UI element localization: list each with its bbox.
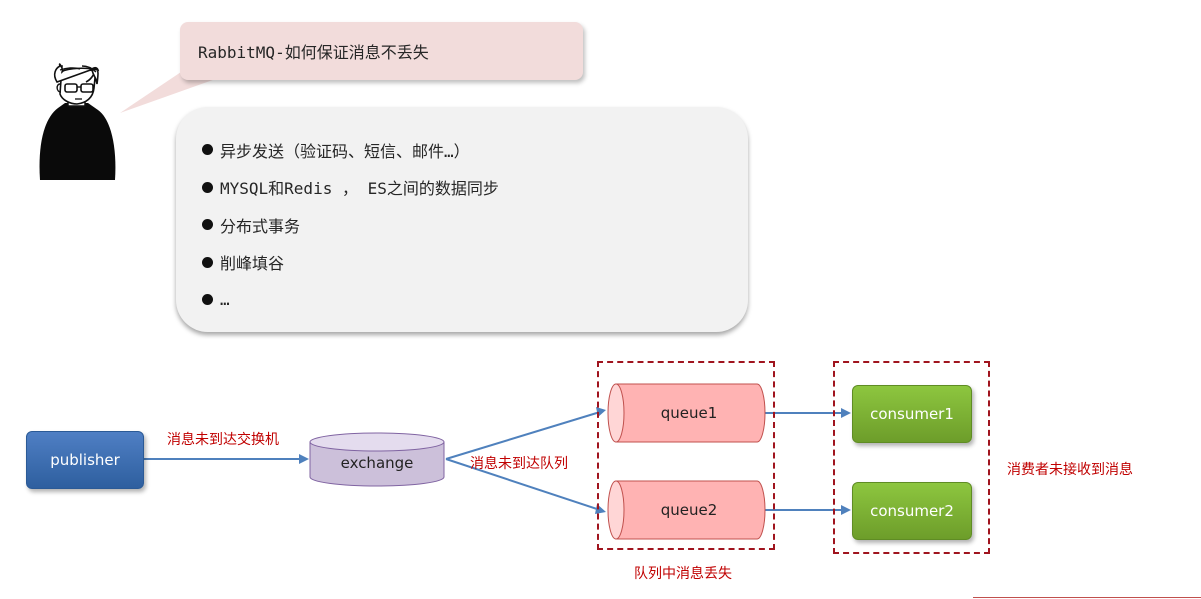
bullet-panel: 异步发送（验证码、短信、邮件…） MYSQL和Redis ， ES之间的数据同步…	[176, 107, 748, 332]
consumer2-node: consumer2	[852, 482, 972, 540]
arrow-exchange-queue2	[445, 458, 601, 511]
bullet-text: 削峰填谷	[220, 254, 285, 274]
consumer1-node: consumer1	[852, 385, 972, 443]
bullet-item: 削峰填谷	[202, 244, 748, 282]
bullet-text: 异步发送（验证码、短信、邮件…）	[220, 141, 470, 161]
queue1-label: queue1	[660, 404, 718, 422]
bullet-text: …	[220, 290, 230, 310]
bullet-dot-icon	[202, 181, 213, 193]
annotation-queue-loss: 队列中消息丢失	[634, 566, 732, 582]
bullet-dot-icon	[202, 294, 213, 306]
queue2-label: queue2	[660, 501, 718, 519]
speech-bubble-text: RabbitMQ-如何保证消息不丢失	[198, 43, 429, 62]
queue1-shape	[607, 383, 766, 443]
person-icon	[39, 63, 116, 180]
bullet-item: 分布式事务	[202, 206, 748, 244]
queue-group-box	[597, 361, 775, 550]
exchange-shape	[309, 432, 445, 487]
exchange-label: exchange	[340, 454, 414, 472]
annotation-to-exchange: 消息未到达交换机	[167, 432, 279, 448]
connectors	[142, 411, 845, 511]
consumer2-label: consumer2	[870, 502, 954, 520]
bullet-dot-icon	[202, 256, 213, 268]
consumer-group-box	[833, 361, 990, 554]
publisher-label: publisher	[50, 451, 120, 469]
consumer1-label: consumer1	[870, 405, 954, 423]
arrow-exchange-queue1	[445, 411, 601, 460]
annotation-to-queue: 消息未到达队列	[470, 456, 568, 472]
annotation-consumer-miss: 消费者未接收到消息	[1007, 462, 1133, 478]
bullet-item: 异步发送（验证码、短信、邮件…）	[202, 131, 748, 169]
bullet-text: 分布式事务	[220, 216, 301, 236]
bullet-item: MYSQL和Redis ， ES之间的数据同步	[202, 169, 748, 207]
queue2-shape	[607, 480, 766, 540]
bullet-dot-icon	[202, 144, 213, 156]
publisher-node: publisher	[26, 431, 144, 489]
footer-divider	[973, 597, 1201, 598]
speech-bubble: RabbitMQ-如何保证消息不丢失	[180, 22, 583, 80]
speech-bubble-tail	[120, 70, 224, 113]
bullet-item: …	[202, 281, 748, 319]
bullet-text: MYSQL和Redis ， ES之间的数据同步	[220, 179, 499, 199]
bullet-dot-icon	[202, 219, 213, 231]
